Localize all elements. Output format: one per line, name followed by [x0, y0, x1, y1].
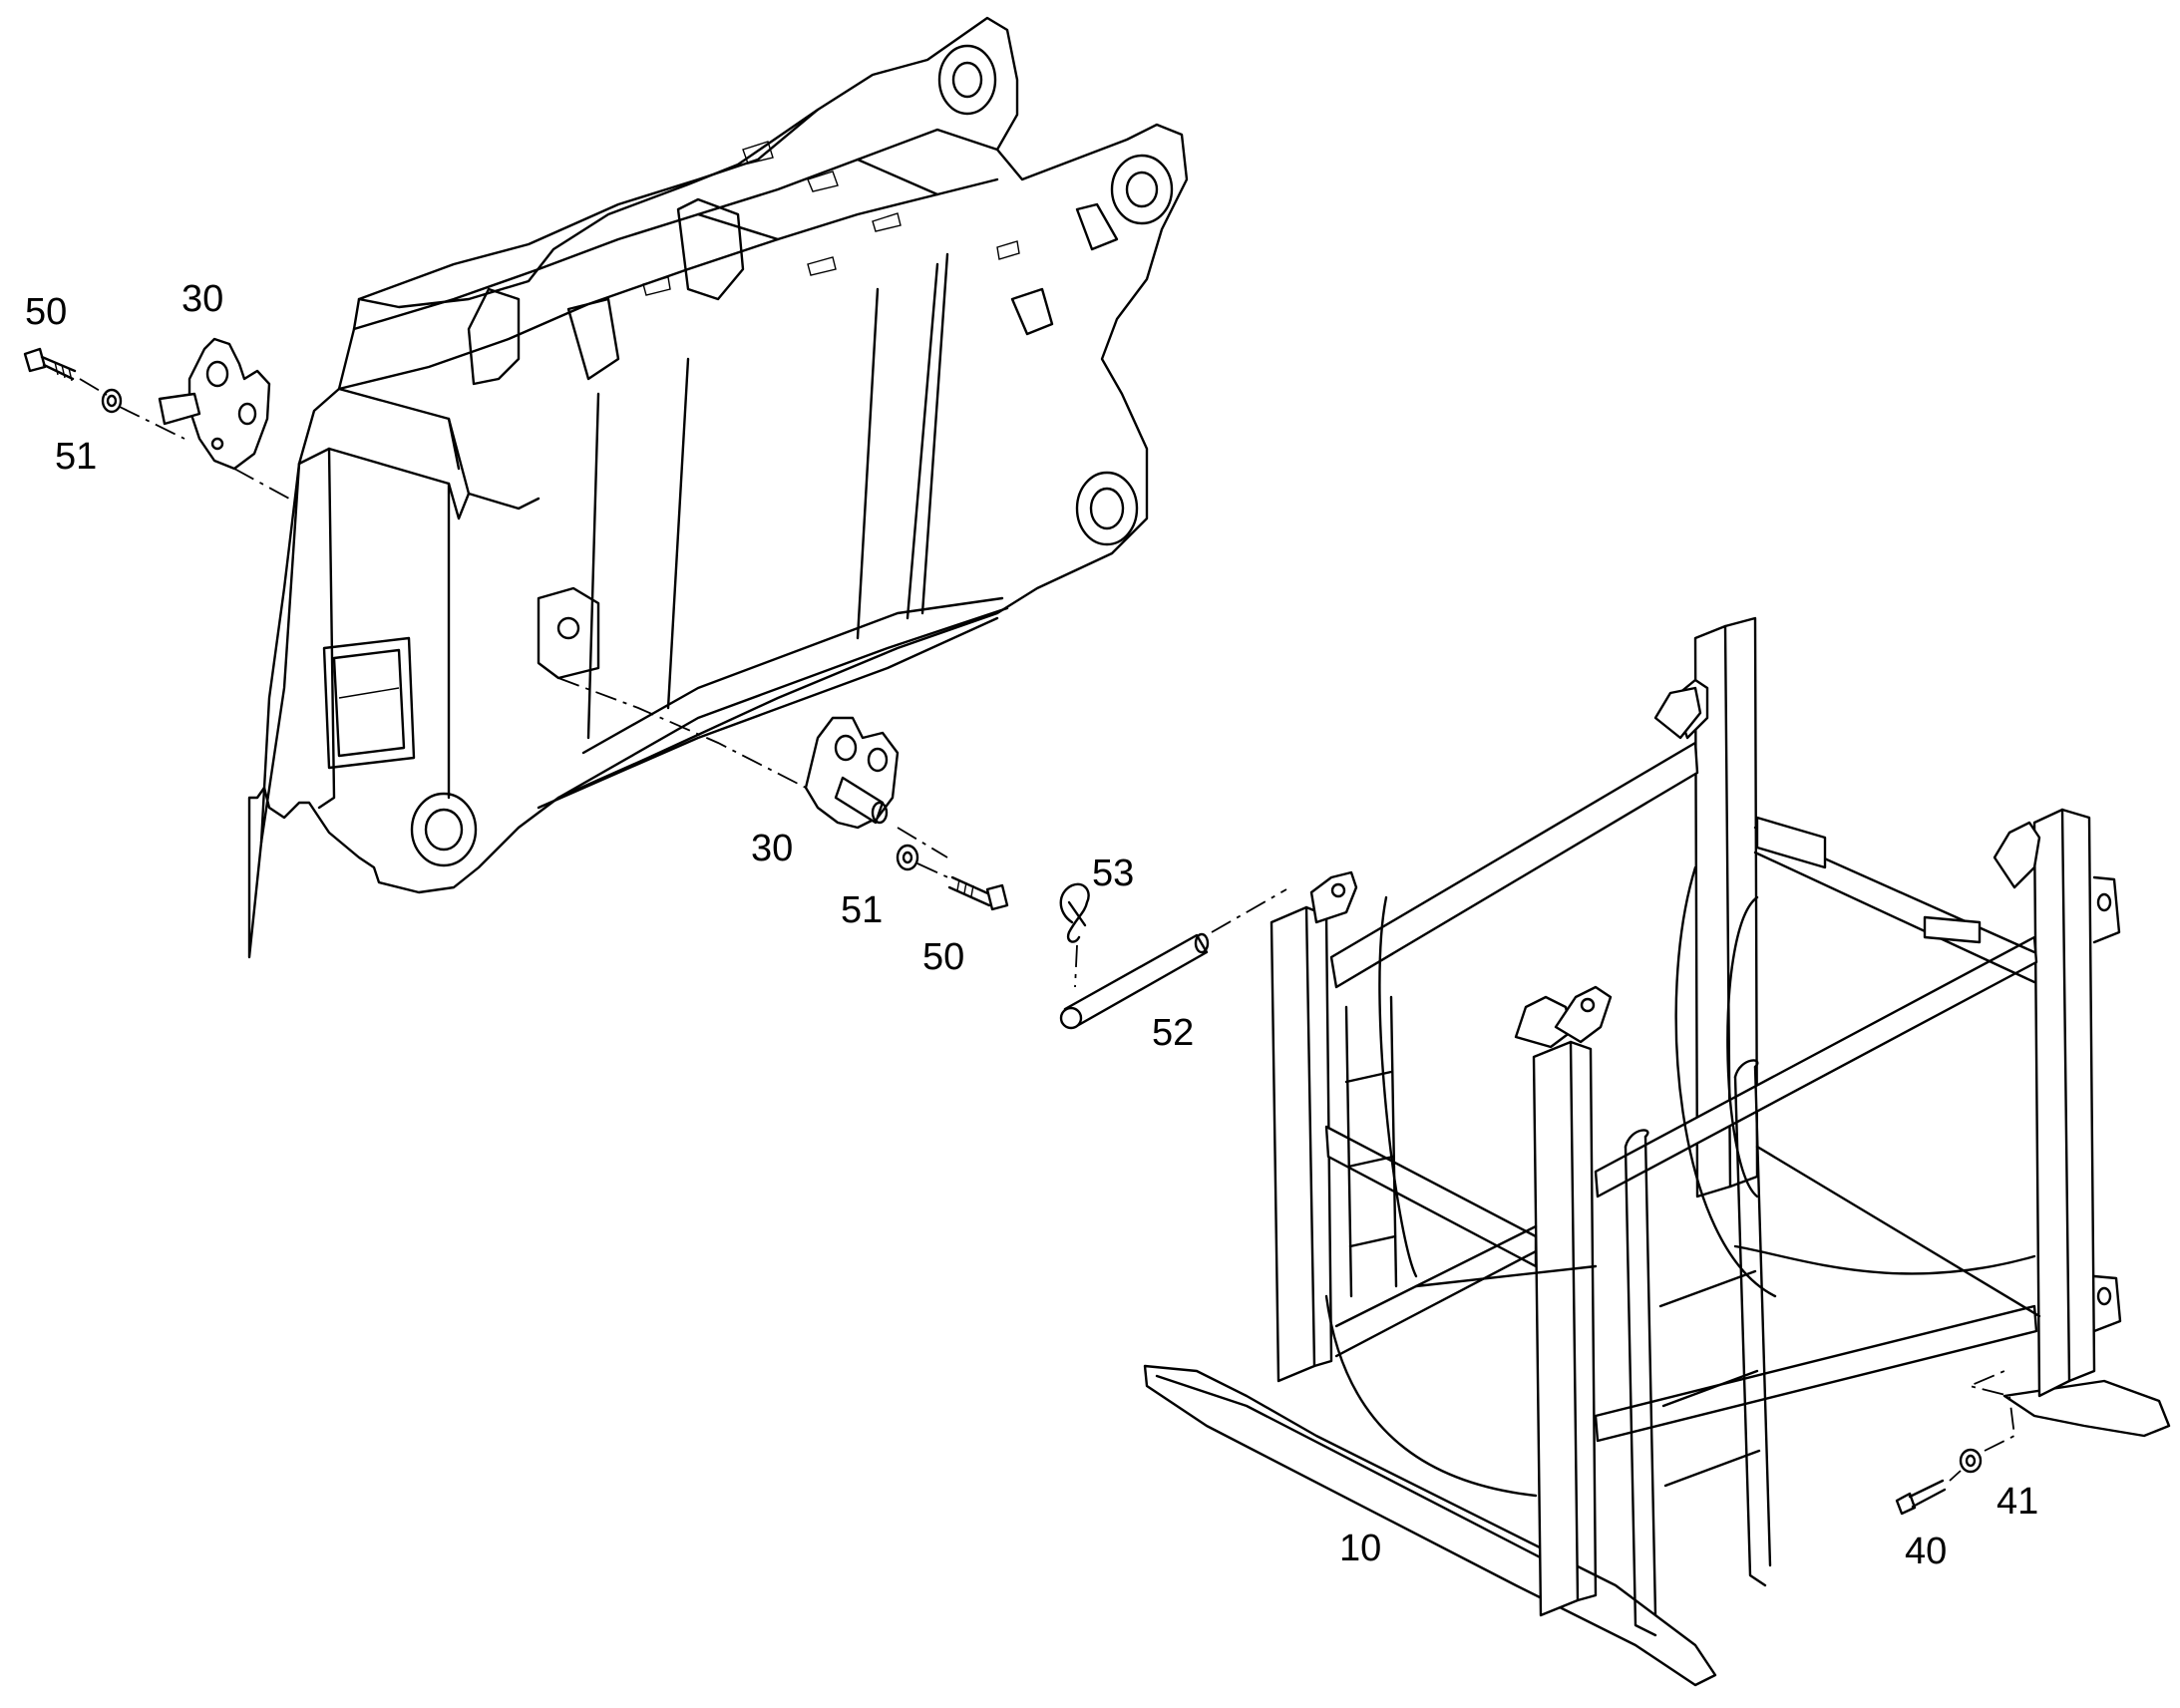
callout-51-top: 51 [55, 436, 97, 478]
assembly-line-top [79, 378, 290, 500]
callout-10: 10 [1339, 1528, 1381, 1569]
bolt-part-50-mid [947, 875, 1009, 911]
callout-40: 40 [1905, 1531, 1947, 1572]
washer-part-41 [1959, 1448, 1983, 1474]
callout-labels: 50 30 51 30 51 50 53 52 10 41 40 [25, 278, 2038, 1572]
callout-52: 52 [1152, 1012, 1194, 1054]
pin-line [1211, 888, 1287, 933]
assembly-line-40 [1949, 1370, 2015, 1482]
transport-frame-part-10 [1143, 616, 2171, 1687]
washer-part-51-mid [896, 844, 919, 871]
callout-30-top: 30 [182, 278, 223, 320]
callout-50-mid: 50 [922, 936, 964, 978]
bolt-part-50-top [23, 347, 77, 382]
assembly-line-mid [557, 677, 953, 880]
ladder-left [1344, 995, 1398, 1298]
boom-arm-assembly [247, 16, 1189, 959]
ladder-front [1624, 1059, 1772, 1637]
callout-50-top: 50 [25, 291, 67, 333]
bolt-part-40 [1895, 1479, 1947, 1516]
callout-41: 41 [1997, 1481, 2038, 1523]
bracket-part-30-mid [804, 716, 900, 830]
washer-part-51-top [101, 388, 123, 414]
callout-30-mid: 30 [751, 828, 793, 869]
pin-part-52 [1059, 932, 1210, 1030]
clip-line [1074, 944, 1078, 988]
bracket-part-30-top [158, 337, 271, 471]
clip-part-53 [1059, 882, 1090, 943]
callout-51-mid: 51 [841, 889, 883, 931]
callout-53: 53 [1092, 853, 1134, 894]
